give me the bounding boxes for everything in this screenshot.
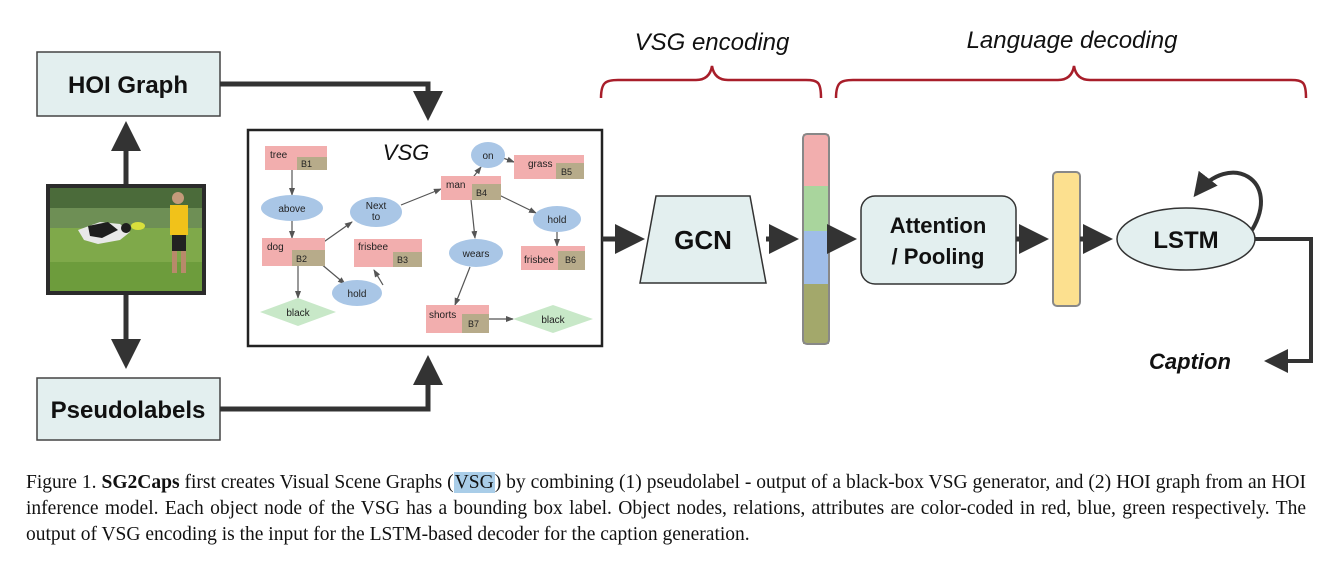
photo-frisbee-dog bbox=[46, 184, 206, 295]
vsg-object-grass: grass B5 bbox=[514, 155, 584, 179]
svg-text:B5: B5 bbox=[561, 167, 572, 177]
caption-part-2: ) by combining (1) pseudolabel - output … bbox=[26, 472, 1306, 545]
svg-text:wears: wears bbox=[462, 249, 490, 260]
edge-on-grass bbox=[502, 156, 515, 163]
edge-dog-hold bbox=[319, 262, 346, 285]
lstm-recurrent-loop bbox=[1193, 170, 1263, 232]
lstm-label: LSTM bbox=[1153, 227, 1218, 254]
caption-prefix: Figure 1. bbox=[26, 472, 102, 493]
pooling-label: / Pooling bbox=[892, 244, 985, 269]
svg-text:tree: tree bbox=[270, 150, 288, 161]
figure-caption: Figure 1. SG2Caps first creates Visual S… bbox=[26, 470, 1306, 548]
vsg-object-tree: tree B1 bbox=[265, 146, 327, 170]
vsg-relation-wears: wears bbox=[449, 239, 503, 267]
vsg-object-frisbee-2: frisbee B6 bbox=[521, 246, 585, 270]
attention-label: Attention bbox=[890, 213, 987, 238]
caption-bold-title: SG2Caps bbox=[101, 472, 180, 493]
vsg-attribute-black: black bbox=[260, 298, 336, 326]
pooled-feature-vector bbox=[1052, 171, 1081, 307]
vsg-relation-hold: hold bbox=[332, 280, 382, 306]
caption-output-label: Caption bbox=[1149, 349, 1231, 374]
arrow-hoi-to-vsg bbox=[220, 81, 443, 121]
vsg-object-dog: dog B2 bbox=[262, 238, 325, 266]
edge-nextto-man bbox=[400, 188, 442, 206]
lstm-node: LSTM bbox=[1116, 207, 1256, 271]
svg-text:dog: dog bbox=[267, 242, 284, 253]
svg-text:black: black bbox=[286, 308, 310, 319]
arrow-pseudolabels-to-vsg bbox=[220, 355, 443, 412]
vsg-relation-hold-2: hold bbox=[533, 206, 581, 232]
svg-text:above: above bbox=[278, 204, 306, 215]
language-decoding-brace bbox=[834, 65, 1308, 99]
svg-text:B4: B4 bbox=[476, 188, 487, 198]
svg-text:man: man bbox=[446, 180, 465, 191]
svg-text:frisbee: frisbee bbox=[358, 242, 388, 253]
language-decoding-header: Language decoding bbox=[967, 27, 1179, 54]
edge-man-wears bbox=[470, 199, 478, 239]
vsg-relation-above: above bbox=[261, 195, 323, 221]
attention-pooling-box: Attention / Pooling bbox=[860, 195, 1017, 285]
vsg-encoding-brace bbox=[599, 65, 823, 99]
vsg-relation-on: on bbox=[471, 142, 505, 168]
svg-text:frisbee: frisbee bbox=[524, 255, 554, 266]
svg-text:B1: B1 bbox=[301, 159, 312, 169]
edge-man-hold bbox=[498, 194, 537, 214]
svg-text:B2: B2 bbox=[296, 254, 307, 264]
edge-hold-frisbee bbox=[373, 269, 384, 286]
vsg-panel: VSG tree B1 bbox=[246, 128, 604, 348]
gcn-label: GCN bbox=[674, 225, 732, 255]
vsg-object-shorts: shorts B7 bbox=[426, 305, 489, 333]
caption-part-1: first creates Visual Scene Graphs ( bbox=[179, 472, 454, 493]
svg-text:hold: hold bbox=[548, 215, 567, 226]
svg-text:B7: B7 bbox=[468, 319, 479, 329]
arrow-lstm-to-caption bbox=[1255, 237, 1313, 373]
pseudolabels-label: Pseudolabels bbox=[51, 397, 206, 424]
gcn-block: GCN bbox=[639, 195, 767, 284]
svg-text:hold: hold bbox=[348, 289, 367, 300]
edge-wears-shorts bbox=[454, 266, 471, 306]
vsg-object-man: man B4 bbox=[441, 176, 501, 200]
pipeline-diagram: HOI Graph Pseudolabels VSG bbox=[36, 27, 1313, 441]
hoi-graph-box: HOI Graph bbox=[36, 51, 221, 117]
svg-text:black: black bbox=[541, 315, 565, 326]
svg-text:shorts: shorts bbox=[429, 310, 456, 321]
node-feature-stack bbox=[802, 133, 830, 345]
svg-text:B3: B3 bbox=[397, 255, 408, 265]
svg-text:on: on bbox=[482, 151, 493, 162]
vsg-encoding-header: VSG encoding bbox=[635, 29, 790, 56]
vsg-title: VSG bbox=[383, 140, 429, 165]
caption-highlight-vsg: VSG bbox=[453, 472, 495, 493]
svg-text:grass: grass bbox=[528, 159, 552, 170]
pseudolabels-box: Pseudolabels bbox=[36, 377, 221, 441]
svg-text:B6: B6 bbox=[565, 255, 576, 265]
vsg-object-frisbee: frisbee B3 bbox=[354, 239, 422, 267]
hoi-graph-label: HOI Graph bbox=[68, 72, 188, 99]
vsg-attribute-black-2: black bbox=[513, 305, 593, 333]
